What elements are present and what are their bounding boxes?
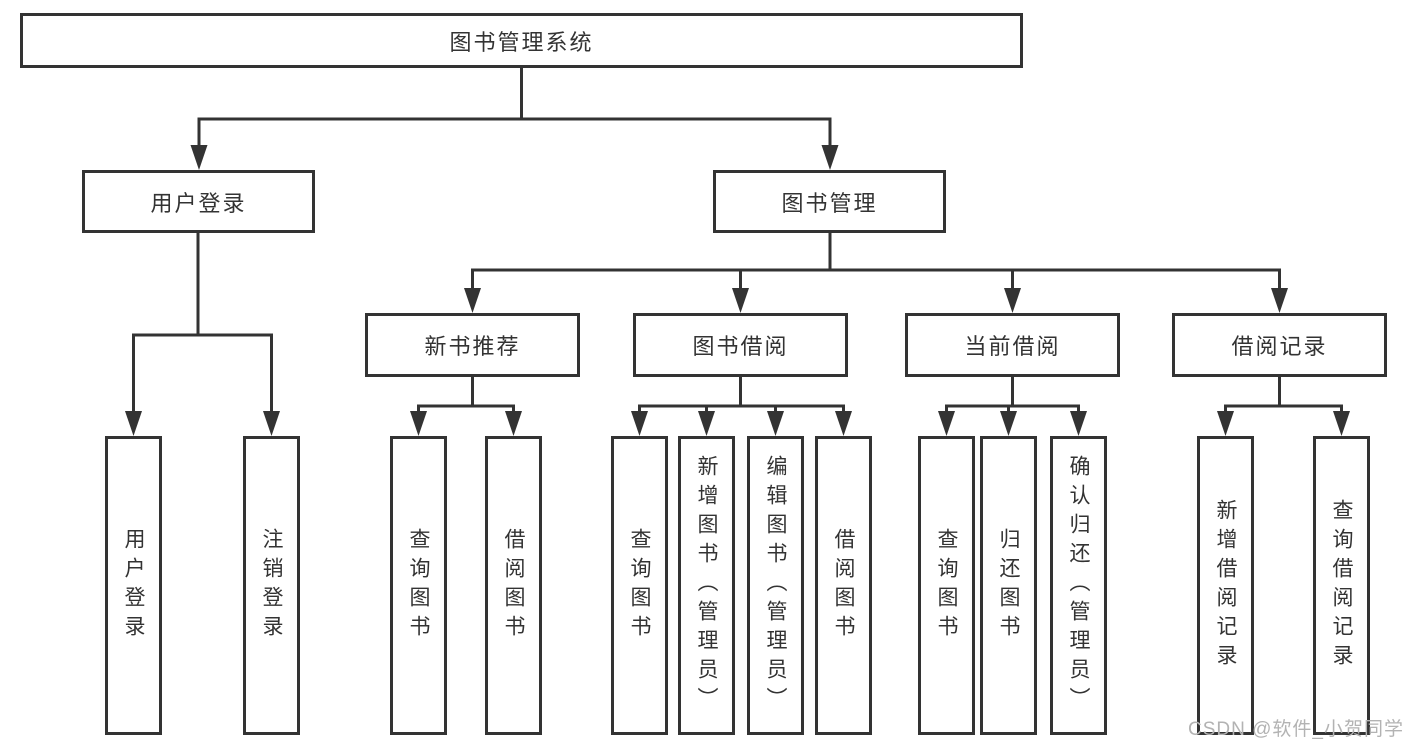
leaf-borrow-borrow: 借阅图书 [815,436,872,735]
leaf-logout: 注销登录 [243,436,300,735]
connector-current-branch [945,404,1080,414]
connector-record-branch [1224,404,1343,414]
node-new-book-recommend-label: 新书推荐 [424,334,521,359]
node-root: 图书管理系统 [20,13,1023,68]
leaf-record-query: 查询借阅记录 [1313,436,1370,735]
csdn-watermark: CSDN @软件_小贺同学 [1188,719,1404,740]
connector-level3-branch [471,268,1281,291]
node-root-label: 图书管理系统 [449,29,594,55]
leaf-newbook-query: 查询图书 [390,436,447,735]
node-user-login-label: 用户登录 [150,190,247,216]
node-book-borrow-label: 图书借阅 [692,334,789,359]
leaf-current-confirm-admin: 确认归还（管理员） [1050,436,1107,735]
leaf-borrow-query: 查询图书 [611,436,668,735]
node-current-borrow: 当前借阅 [905,313,1120,377]
connector-new-book-branch [417,404,515,414]
node-book-management: 图书管理 [713,170,946,233]
node-borrow-record: 借阅记录 [1172,313,1387,377]
leaf-current-return: 归还图书 [980,436,1037,735]
arrowheads [125,145,1350,436]
leaf-record-add: 新增借阅记录 [1197,436,1254,735]
leaf-current-query: 查询图书 [918,436,975,735]
connector-level2-branch [197,117,832,148]
leaf-borrow-edit-admin: 编辑图书（管理员） [747,436,804,735]
node-current-borrow-label: 当前借阅 [964,334,1061,359]
node-borrow-record-label: 借阅记录 [1231,334,1328,359]
node-book-management-label: 图书管理 [781,190,878,216]
leaf-user-login: 用户登录 [105,436,162,735]
leaf-borrow-add-admin: 新增图书（管理员） [678,436,735,735]
node-new-book-recommend: 新书推荐 [365,313,580,377]
node-user-login: 用户登录 [82,170,315,233]
node-book-borrow: 图书借阅 [633,313,848,377]
connector-book-borrow-branch [638,404,845,414]
leaf-newbook-borrow: 借阅图书 [485,436,542,735]
connector-user-login-branch [132,333,273,414]
